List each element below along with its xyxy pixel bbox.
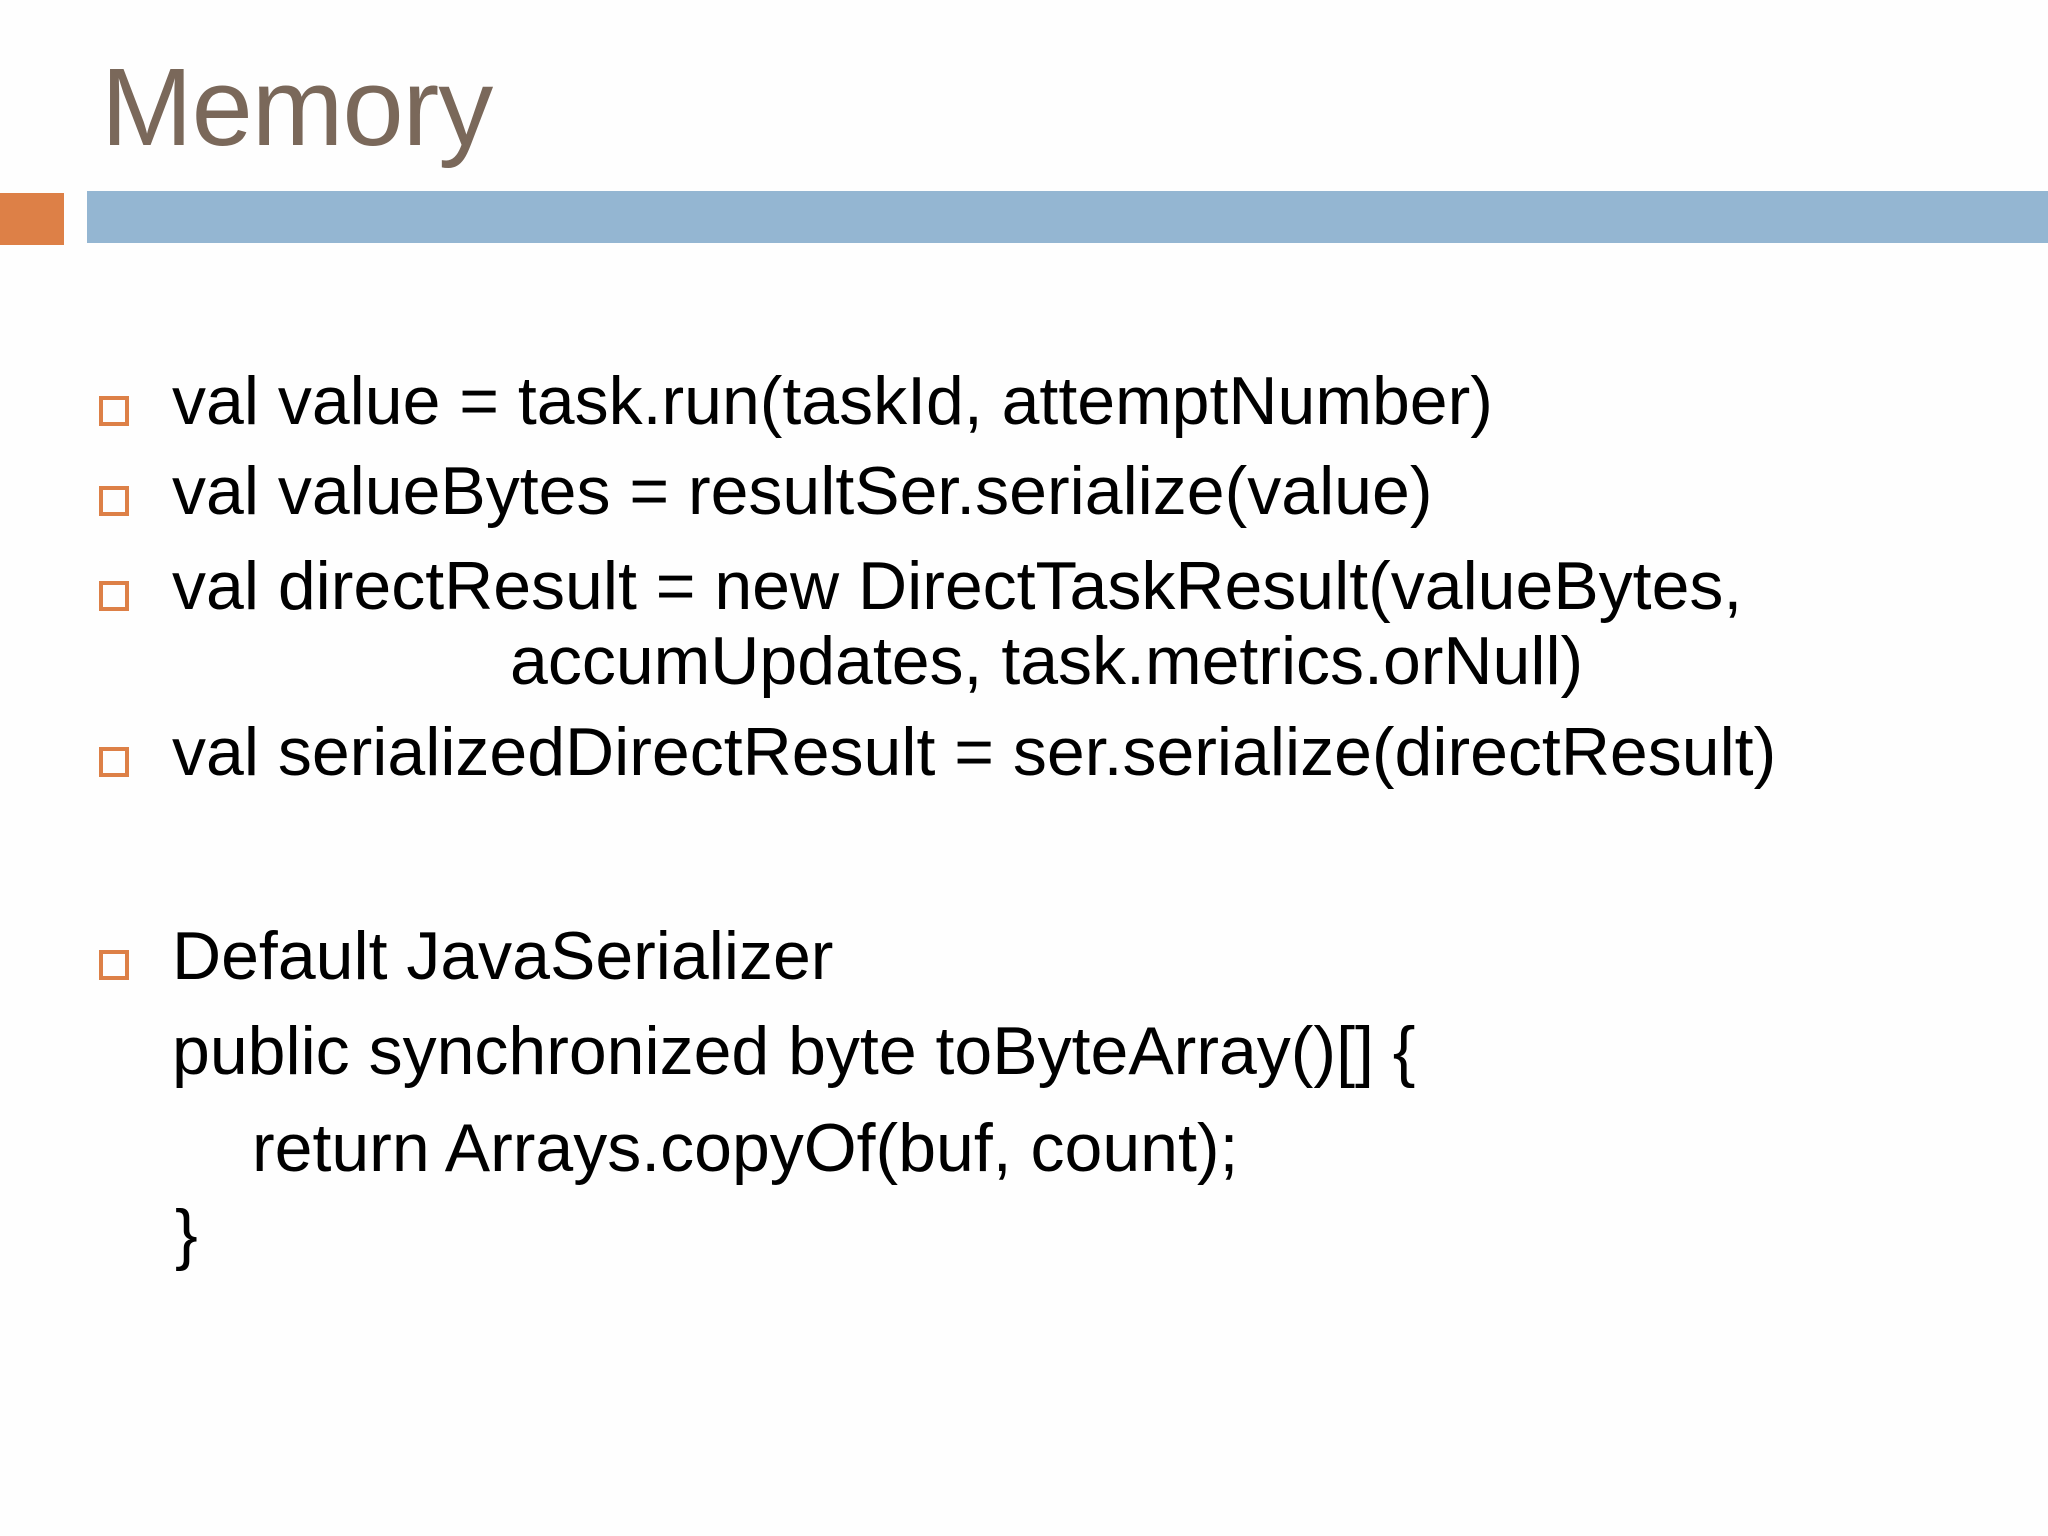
code-line-closing-brace: } bbox=[175, 1196, 198, 1272]
title-accent-square bbox=[0, 193, 64, 245]
title-underline-bar bbox=[87, 191, 2048, 243]
bullet-text-default-javaserializer: Default JavaSerializer bbox=[172, 918, 834, 994]
bullet-square-icon bbox=[99, 950, 129, 980]
slide-title: Memory bbox=[101, 46, 493, 169]
bullet-square-icon bbox=[99, 581, 129, 611]
bullet-square-icon bbox=[99, 747, 129, 777]
bullet-square-icon bbox=[99, 396, 129, 426]
bullet-text-valuebytes: val valueBytes = resultSer.serialize(val… bbox=[172, 453, 1433, 529]
bullet-square-icon bbox=[99, 486, 129, 516]
bullet-text-serializeddirectresult: val serializedDirectResult = ser.seriali… bbox=[172, 714, 1777, 790]
code-line-tobytearray: public synchronized byte toByteArray()[]… bbox=[172, 1013, 1416, 1089]
code-line-return-copyof: return Arrays.copyOf(buf, count); bbox=[252, 1110, 1239, 1186]
bullet-text-directresult: val directResult = new DirectTaskResult(… bbox=[172, 548, 1743, 624]
bullet-text-directresult-wrap: accumUpdates, task.metrics.orNull) bbox=[510, 623, 1584, 699]
bullet-text-value: val value = task.run(taskId, attemptNumb… bbox=[172, 363, 1493, 439]
